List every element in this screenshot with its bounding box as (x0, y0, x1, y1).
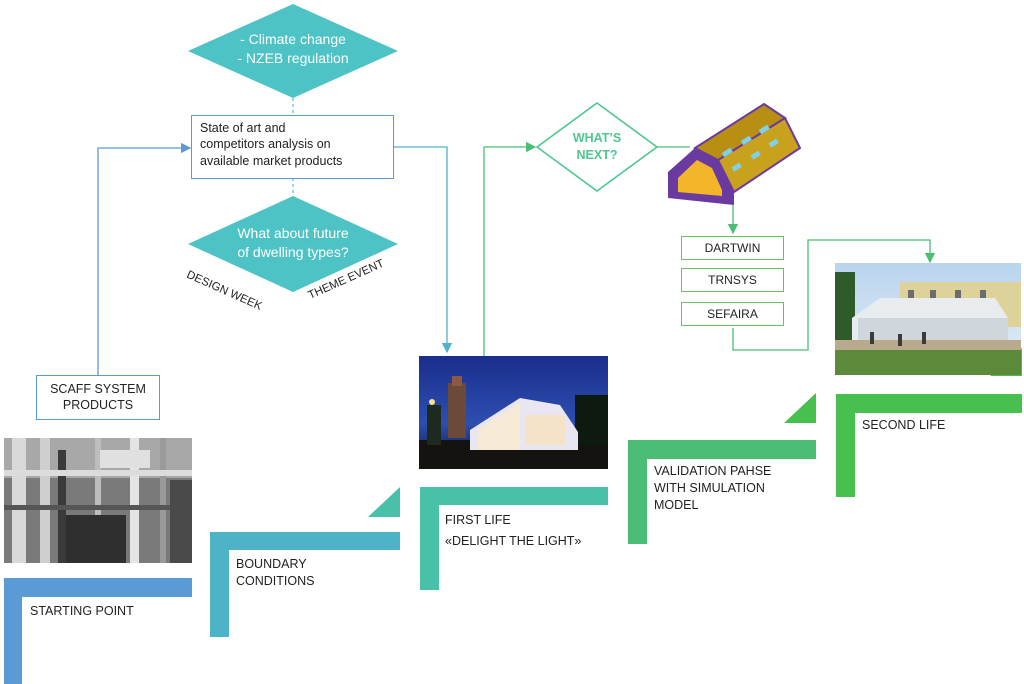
first-life-line: FIRST LIFE (445, 513, 511, 527)
tool-dartwin: DARTWIN (681, 236, 784, 260)
future-diamond (188, 196, 398, 292)
analysis-line: State of art and (200, 121, 286, 135)
scaffold-photo (4, 438, 192, 563)
boundary-label: BOUNDARY CONDITIONS (236, 556, 314, 590)
scaff-line: SCAFF SYSTEM (50, 382, 146, 396)
future-line: What about future (237, 225, 349, 241)
step-second-life (836, 394, 1022, 497)
firstlife-to-next-connector (483, 141, 537, 356)
first-life-line: «DELIGHT THE LIGHT» (445, 534, 582, 549)
validation-line: VALIDATION PAHSE (654, 464, 772, 478)
pavilion-night-photo (419, 356, 608, 469)
climate-diamond (188, 4, 398, 98)
nzeb-label: - NZEB regulation (237, 49, 349, 66)
house-3d-icon (668, 102, 802, 205)
analysis-line: competitors analysis on (200, 137, 331, 152)
next-diamond (535, 102, 659, 192)
step-arrow-tip (784, 393, 816, 423)
validation-label: VALIDATION PAHSE WITH SIMULATION MODEL (654, 463, 771, 514)
first-life-label: FIRST LIFE «DELIGHT THE LIGHT» (445, 510, 581, 553)
step-first-life (420, 487, 608, 590)
future-line: of dwelling types? (237, 243, 349, 260)
scaff-line: PRODUCTS (62, 398, 134, 413)
validation-line: WITH SIMULATION (654, 480, 765, 495)
second-life-label: SECOND LIFE (862, 418, 946, 432)
next-line: NEXT? (576, 147, 618, 162)
next-line: WHAT’S (572, 131, 622, 145)
pavilion-day-photo (835, 263, 1021, 375)
future-diamond-text: What about future of dwelling types? (213, 224, 373, 262)
scaff-to-analysis-connector (97, 142, 192, 375)
scaff-box: SCAFF SYSTEM PRODUCTS (36, 375, 160, 420)
tool-trnsys: TRNSYS (681, 268, 784, 292)
boundary-line: CONDITIONS (236, 573, 315, 588)
analysis-to-firstlife-connector (394, 146, 453, 354)
step-starting-point (4, 578, 192, 684)
analysis-box: State of art and competitors analysis on… (191, 115, 394, 179)
validation-line: MODEL (654, 497, 699, 512)
step-arrow-tip (368, 487, 400, 517)
starting-point-label: STARTING POINT (30, 604, 134, 618)
step-boundary (210, 532, 400, 637)
climate-diamond-text: - Climate change - NZEB regulation (213, 30, 373, 68)
tool-sefaira: SEFAIRA (681, 302, 784, 326)
step-validation (628, 440, 816, 544)
boundary-line: BOUNDARY (236, 557, 307, 571)
next-diamond-text: WHAT’S NEXT? (557, 130, 637, 164)
climate-change-label: - Climate change (240, 31, 346, 47)
tools-to-secondlife-connector (732, 239, 936, 351)
analysis-line: available market products (200, 153, 343, 168)
